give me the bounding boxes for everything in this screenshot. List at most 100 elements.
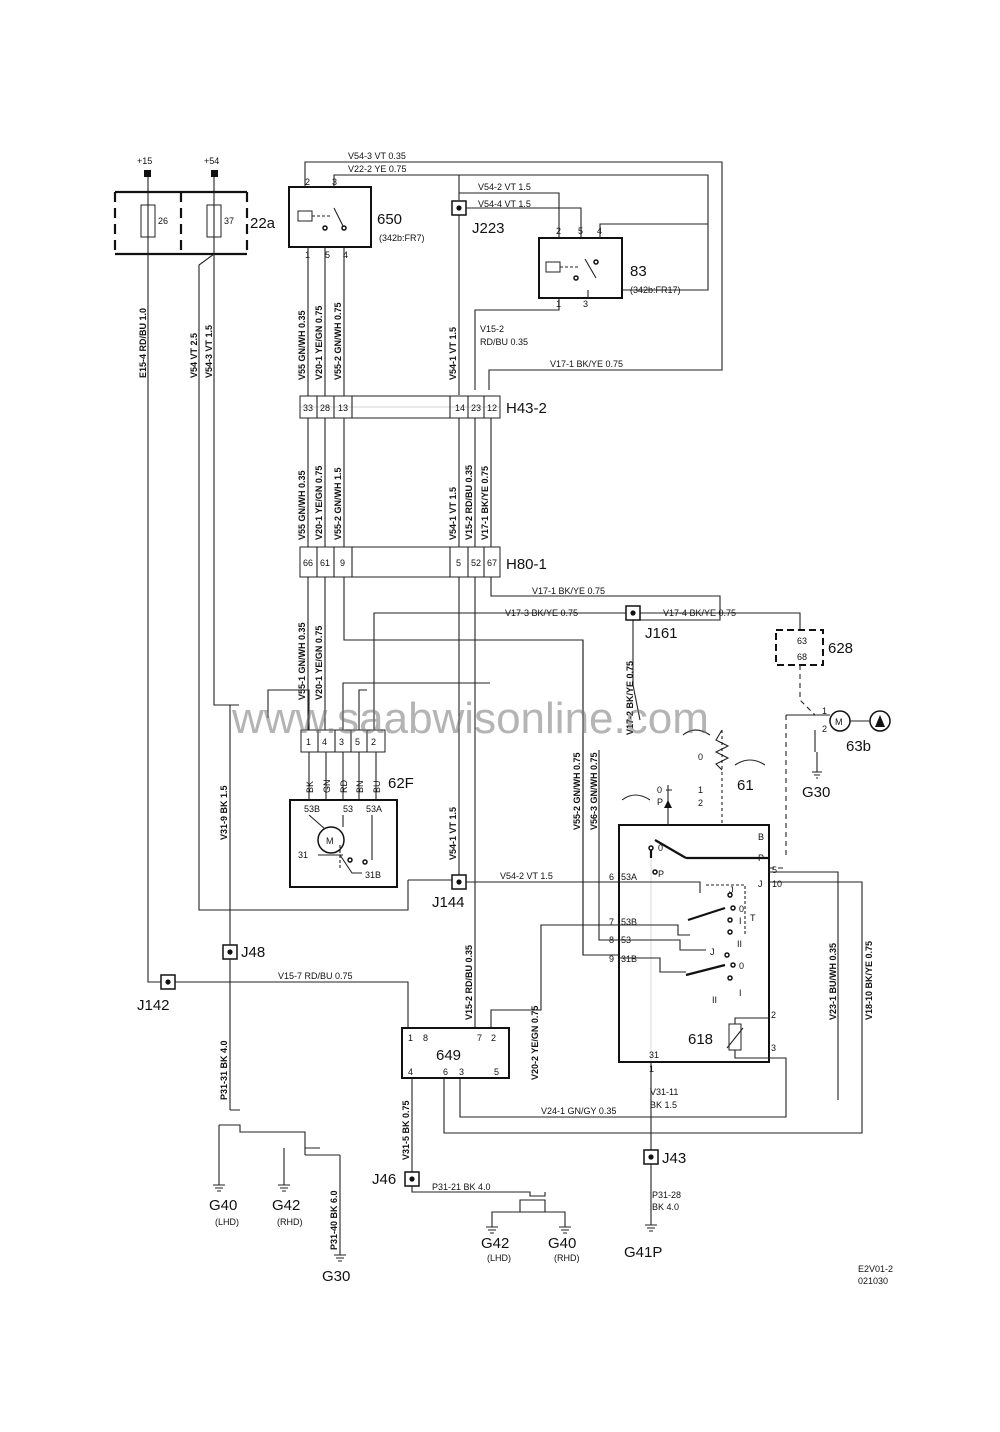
svg-text:68: 68	[797, 652, 807, 662]
wire-v17-4-label: V17-4 BK/YE 0.75	[663, 608, 736, 618]
wire-v23-1-label: V23-1 BU/WH 0.35	[828, 943, 838, 1020]
svg-text:P: P	[657, 797, 663, 807]
svg-text:7: 7	[609, 917, 614, 927]
relay-650: 2 3 1 5 4 650 (342b:FR7)	[288, 177, 425, 260]
svg-text:2: 2	[556, 226, 561, 236]
svg-text:RD: RD	[339, 780, 349, 793]
junction-j46-label: J46	[372, 1171, 396, 1188]
svg-text:28: 28	[320, 403, 330, 413]
wire-v22-2-label: V22-2 YE 0.75	[348, 164, 406, 174]
washer-pump-63b: M 1 2 63b	[786, 706, 891, 779]
svg-text:61: 61	[320, 558, 330, 568]
svg-text:53B: 53B	[304, 804, 320, 814]
wire-v15-7-label: V15-7 RD/BU 0.75	[278, 971, 353, 981]
wiper-motor-62f: 1 4 3 5 2 BK GN RD BN BU 62F M 53B 53 53…	[289, 729, 414, 888]
wire-v54-2-label: V54-2 VT 1.5	[500, 871, 553, 881]
component-618: 618	[688, 1017, 769, 1059]
wire-v54-3-label: V54-3 VT 0.35	[348, 151, 406, 161]
ground-g41p-label: G41P	[624, 1244, 662, 1261]
wire-v15-2-label: V15-2	[480, 324, 504, 334]
svg-text:2: 2	[371, 737, 376, 747]
watermark-text: www.saabwisonline.com	[231, 694, 709, 743]
wire-v17-2-label: V17-2 BK/YE 0.75	[625, 661, 635, 735]
diagram-date: 021030	[858, 1276, 888, 1286]
wire-v24-1-label: V24-1 GN/GY 0.35	[541, 1106, 616, 1116]
wire-v56-3-label: V56-3 GN/WH 0.75	[589, 752, 599, 830]
wire-v17-1-horizontal-label: V17-1 BK/YE 0.75	[532, 586, 605, 596]
fusebox-22a-label: 22a	[250, 215, 276, 232]
svg-text:14: 14	[455, 403, 465, 413]
svg-text:2: 2	[305, 177, 310, 187]
wiper-motor-62f-label: 62F	[388, 775, 414, 792]
component-628-label: 628	[828, 640, 853, 657]
control-unit-649-label: 649	[436, 1047, 461, 1064]
ground-g40-bottom-label: G40	[548, 1235, 576, 1252]
wiper-mode-symbols: 0 1 2 0 P	[621, 729, 766, 825]
wire-v15-2-c-label: V15-2 RD/BU 0.35	[464, 945, 474, 1020]
wire-p31-31-label: P31-31 BK 4.0	[219, 1040, 229, 1100]
wire-v54-4-label: V54-4 VT 1.5	[478, 199, 531, 209]
wire-v54-1-b-label: V54-1 VT 1.5	[448, 807, 458, 860]
junction-j144-label: J144	[432, 894, 465, 911]
svg-text:0: 0	[739, 961, 744, 971]
component-628: 63 68 628	[775, 629, 853, 666]
svg-text:BN: BN	[355, 780, 365, 793]
washer-pump-63b-label: 63b	[846, 738, 871, 755]
svg-text:8: 8	[609, 935, 614, 945]
svg-text:V54-1 VT 1.5: V54-1 VT 1.5	[448, 487, 458, 540]
ground-g42-bottom-label: G42	[481, 1235, 509, 1252]
svg-text:(LHD): (LHD)	[215, 1217, 239, 1227]
svg-text:53A: 53A	[621, 872, 637, 882]
svg-text:9: 9	[609, 954, 614, 964]
wire-v20-2-label: V20-2 YE/GN 0.75	[530, 1006, 540, 1080]
svg-text:10: 10	[772, 879, 782, 889]
svg-text:3: 3	[339, 737, 344, 747]
wiper-switch-61-label: 61	[737, 777, 754, 794]
component-618-label: 618	[688, 1031, 713, 1048]
wire-v18-10-label: V18-10 BK/YE 0.75	[864, 941, 874, 1020]
svg-text:1: 1	[306, 737, 311, 747]
svg-text:6: 6	[443, 1067, 448, 1077]
wire-v55-2-b-label: V55-2 GN/WH 1.5	[333, 467, 343, 540]
svg-text:II: II	[737, 939, 742, 949]
svg-text:7: 7	[477, 1033, 482, 1043]
svg-text:(RHD): (RHD)	[554, 1253, 580, 1263]
supply-terminals: +15 +54	[137, 156, 219, 192]
svg-text:6: 6	[609, 872, 614, 882]
svg-text:1: 1	[408, 1033, 413, 1043]
svg-text:31: 31	[649, 1050, 659, 1060]
ground-g30-label: G30	[322, 1268, 350, 1285]
connector-h80-1: 66 61 9 5 52 67 H80-1	[299, 546, 547, 578]
fuse-26-label: 26	[158, 216, 168, 226]
wire-p31-40-label: P31-40 BK 6.0	[329, 1190, 339, 1250]
svg-text:4: 4	[343, 250, 348, 260]
svg-text:BU: BU	[372, 780, 382, 793]
svg-text:52: 52	[471, 558, 481, 568]
svg-text:1: 1	[822, 706, 827, 716]
svg-text:0: 0	[698, 752, 703, 762]
svg-text:31B: 31B	[621, 954, 637, 964]
svg-text:J: J	[758, 879, 763, 889]
fusebox-22a: 26 37 22a	[113, 190, 276, 256]
junction-j43-label: J43	[662, 1150, 686, 1167]
supply-plus54-label: +54	[204, 156, 219, 166]
svg-text:M: M	[326, 836, 334, 846]
junction-j161-label: J161	[645, 625, 678, 642]
svg-text:5: 5	[325, 250, 330, 260]
svg-text:2: 2	[771, 1010, 776, 1020]
wire-e15-4-label: E15-4 RD/BU 1.0	[138, 308, 148, 378]
junction-j142-label: J142	[137, 997, 170, 1014]
connector-h43-2-label: H43-2	[506, 400, 547, 417]
wire-v17-1-vertical-label: V17-1 BK/YE 0.75	[480, 466, 490, 540]
wire-v31-5-label: V31-5 BK 0.75	[401, 1100, 411, 1160]
ground-g30-top-label: G30	[802, 784, 830, 801]
svg-text:0: 0	[658, 843, 663, 853]
svg-text:5: 5	[355, 737, 360, 747]
svg-text:3: 3	[583, 299, 588, 309]
relay-83: 2 5 4 1 3 83 (342b:FR17)	[538, 226, 681, 309]
svg-text:53: 53	[343, 804, 353, 814]
wire-v20-1-b-label: V20-1 YE/GN 0.75	[314, 626, 324, 700]
svg-text:33: 33	[303, 403, 313, 413]
svg-text:2: 2	[698, 798, 703, 808]
relay-83-location: (342b:FR17)	[630, 285, 681, 295]
